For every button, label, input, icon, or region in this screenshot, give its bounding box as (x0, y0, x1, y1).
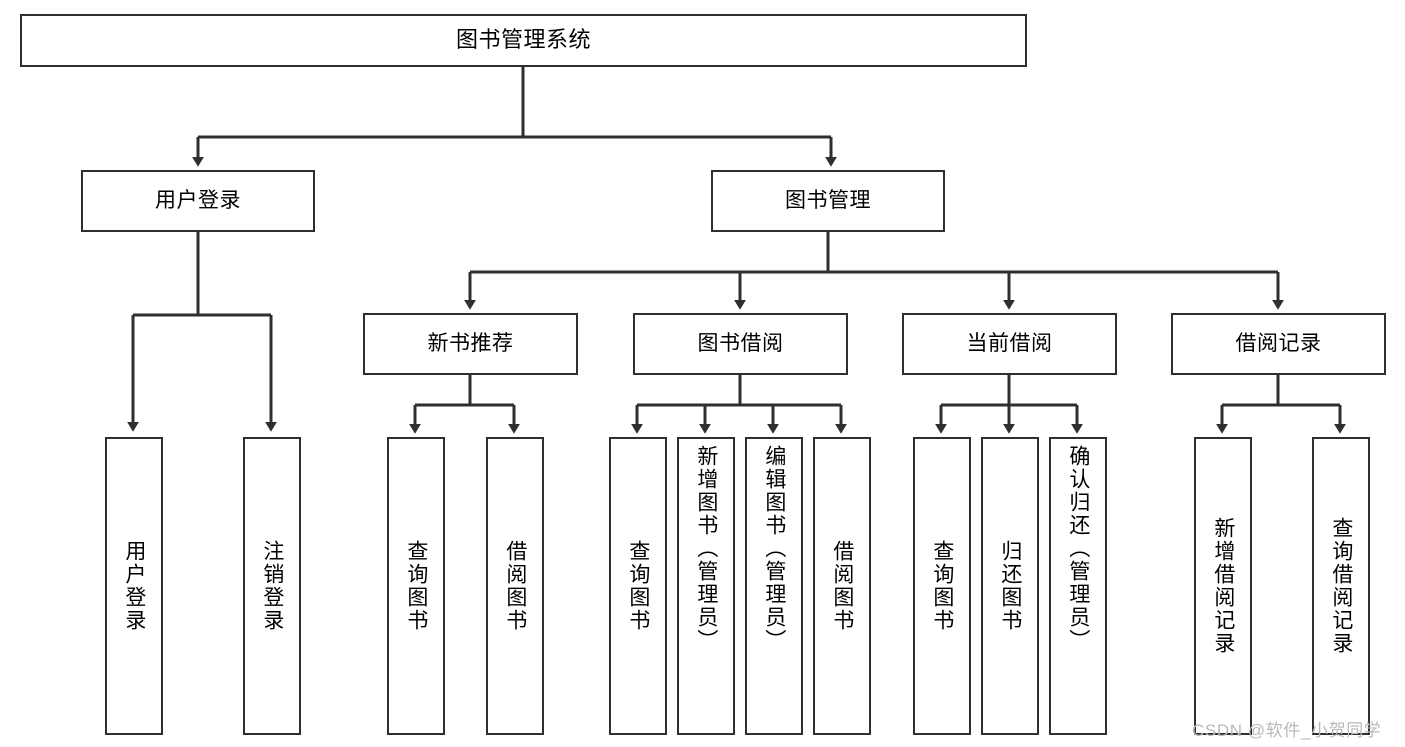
leaf-user-logout[interactable]: 注销登录 (243, 437, 301, 735)
leaf-recommend-query-book[interactable]: 查询图书 (387, 437, 445, 735)
leaf-borrow-edit-book-admin[interactable]: 编辑图书（管理员） (745, 437, 803, 735)
leaf-current-return-book[interactable]: 归还图书 (981, 437, 1039, 735)
leaf-record-query-borrow-record[interactable]: 查询借阅记录 (1312, 437, 1370, 735)
node-user-login[interactable]: 用户登录 (81, 170, 315, 232)
leaf-user-login[interactable]: 用户登录 (105, 437, 163, 735)
leaf-current-query-book[interactable]: 查询图书 (913, 437, 971, 735)
leaf-recommend-borrow-book[interactable]: 借阅图书 (486, 437, 544, 735)
node-current-borrow[interactable]: 当前借阅 (902, 313, 1117, 375)
leaf-borrow-borrow-book[interactable]: 借阅图书 (813, 437, 871, 735)
leaf-current-confirm-return-admin[interactable]: 确认归还（管理员） (1049, 437, 1107, 735)
leaf-borrow-add-book-admin[interactable]: 新增图书（管理员） (677, 437, 735, 735)
leaf-borrow-query-book[interactable]: 查询图书 (609, 437, 667, 735)
node-borrow-record[interactable]: 借阅记录 (1171, 313, 1386, 375)
node-root-system[interactable]: 图书管理系统 (20, 14, 1027, 67)
csdn-watermark: CSDN @软件_小贺同学 (1192, 721, 1382, 740)
node-book-manage[interactable]: 图书管理 (711, 170, 945, 232)
node-new-book-recommend[interactable]: 新书推荐 (363, 313, 578, 375)
leaf-record-add-borrow-record[interactable]: 新增借阅记录 (1194, 437, 1252, 735)
node-book-borrow[interactable]: 图书借阅 (633, 313, 848, 375)
